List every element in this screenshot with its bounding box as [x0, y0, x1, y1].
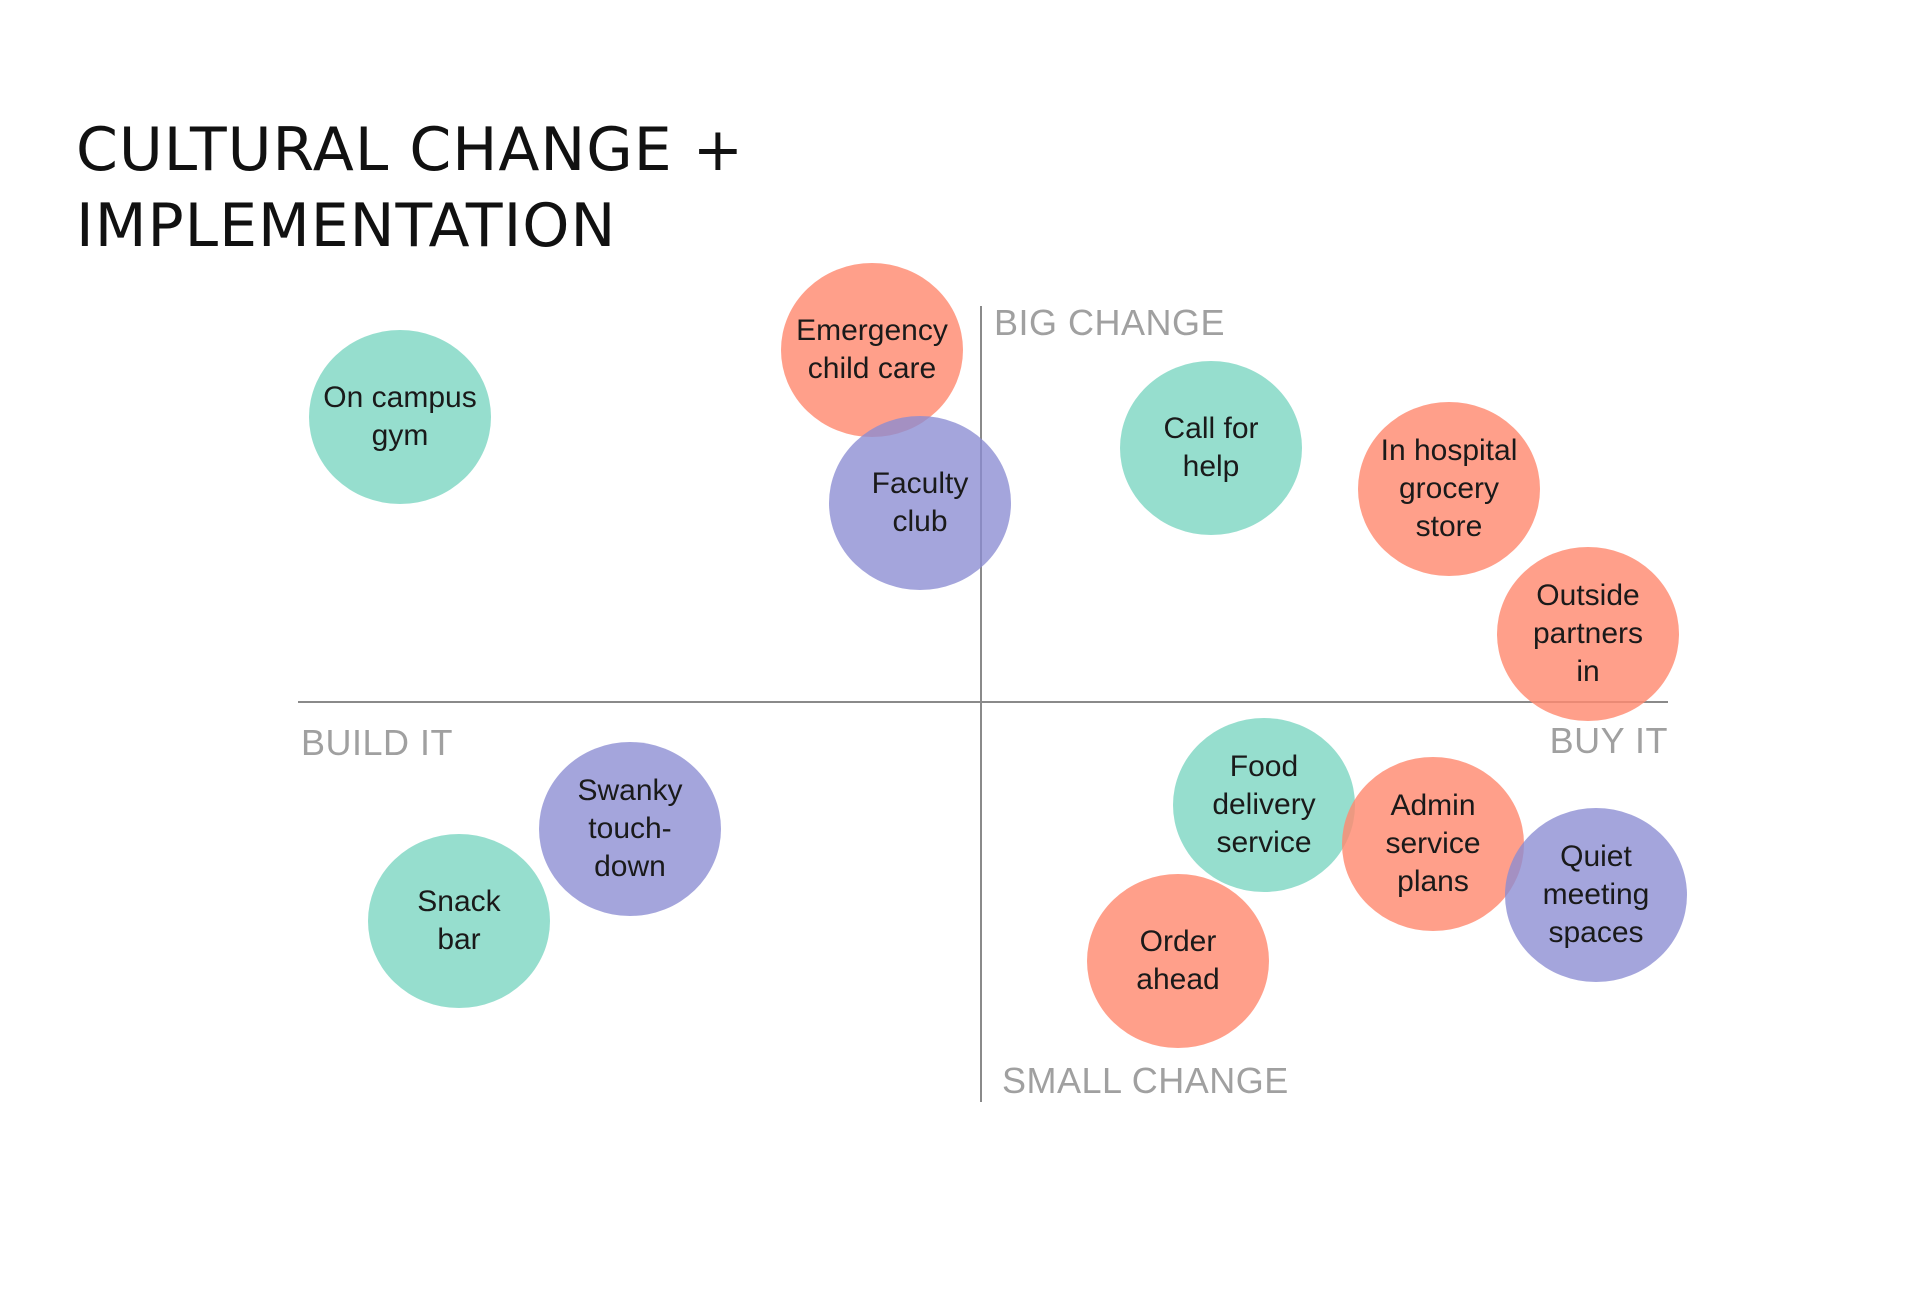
bubble-label: Faculty club — [871, 467, 969, 538]
bubble-label: On campus gym — [323, 381, 477, 452]
bubble-outside-partners-in: Outside partners in — [1497, 547, 1679, 721]
horizontal-axis — [298, 701, 1668, 703]
bubble-order-ahead: Order ahead — [1087, 874, 1269, 1048]
bubble-quiet-meeting-spaces: Quiet meeting spaces — [1505, 808, 1687, 982]
bubble-snack-bar: Snack bar — [368, 834, 550, 1008]
bubble-faculty-club: Faculty club — [829, 416, 1011, 590]
axis-label-big-change: BIG CHANGE — [994, 302, 1226, 343]
bubble-emergency-child-care: Emergency child care — [781, 263, 963, 437]
bubble-label: Food delivery service — [1212, 750, 1316, 859]
axis-label-small-change: SMALL CHANGE — [1002, 1060, 1289, 1101]
bubble-food-delivery-service: Food delivery service — [1173, 718, 1355, 892]
bubble-swanky-touch-down: Swanky touch- down — [539, 742, 721, 916]
title-line-2: IMPLEMENTATION — [76, 191, 617, 261]
bubble-in-hospital-grocery-store: In hospital grocery store — [1358, 402, 1540, 576]
axis-label-build-it: BUILD IT — [301, 722, 454, 763]
bubble-call-for-help: Call for help — [1120, 361, 1302, 535]
bubble-label: Admin service plans — [1385, 789, 1481, 898]
bubble-label: Snack bar — [417, 885, 501, 956]
bubble-label: In hospital grocery store — [1380, 434, 1518, 543]
bubble-on-campus-gym: On campus gym — [309, 330, 491, 504]
bubble-label: Emergency child care — [796, 314, 948, 385]
bubble-label: Order ahead — [1136, 925, 1220, 996]
bubble-label: Outside partners in — [1532, 579, 1644, 688]
bubble-label: Quiet meeting spaces — [1542, 840, 1650, 949]
page-title: CULTURAL CHANGE + IMPLEMENTATION — [76, 112, 744, 264]
bubble-label: Call for help — [1163, 412, 1259, 483]
bubble-label: Swanky touch- down — [577, 774, 683, 883]
axis-label-buy-it: BUY IT — [1549, 720, 1668, 761]
title-line-1: CULTURAL CHANGE + — [76, 115, 745, 185]
vertical-axis — [980, 306, 982, 1102]
bubble-admin-service-plans: Admin service plans — [1342, 757, 1524, 931]
